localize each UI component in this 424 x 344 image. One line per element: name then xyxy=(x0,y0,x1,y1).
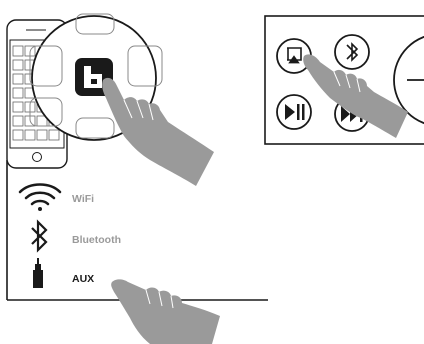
pointing-hand-aux xyxy=(111,279,220,344)
volume-dial xyxy=(393,35,424,125)
bluetooth-icon xyxy=(31,219,48,253)
bluetooth-source-label[interactable]: Bluetooth xyxy=(72,234,121,246)
aux-source-label[interactable]: AUX xyxy=(72,273,95,285)
pointing-hand-icon xyxy=(102,77,214,186)
phone-app-grid xyxy=(12,45,60,141)
aux-plug-icon xyxy=(33,258,43,288)
wifi-icon xyxy=(18,183,62,211)
bluetooth-button xyxy=(334,34,370,70)
wifi-source-label[interactable]: WiFi xyxy=(72,193,95,205)
play-pause-icon xyxy=(276,94,312,130)
pointing-hand-airplay xyxy=(303,54,408,138)
